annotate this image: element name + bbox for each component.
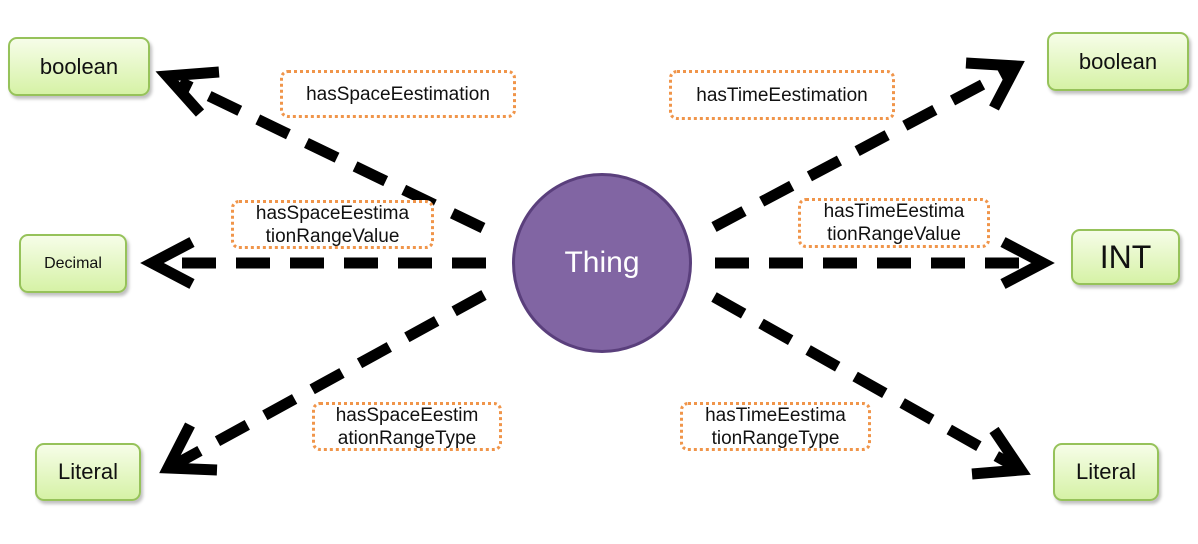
arrowhead-space-range-type bbox=[159, 422, 218, 476]
arrowhead-time-range-value bbox=[1000, 237, 1055, 289]
property-label-time-range-value: hasTimeEestima tionRangeValue bbox=[798, 198, 990, 248]
arrowhead-space-estimation bbox=[155, 66, 220, 117]
node-literal-right: Literal bbox=[1053, 443, 1159, 501]
arrowhead-space-range-value bbox=[140, 237, 195, 289]
node-int: INT bbox=[1071, 229, 1180, 285]
arrow-time-estimation bbox=[711, 65, 1013, 232]
arrow-time-range-type bbox=[711, 292, 1017, 471]
node-literal-left: Literal bbox=[35, 443, 141, 501]
node-boolean-left: boolean bbox=[8, 37, 150, 96]
thing-node: Thing bbox=[512, 173, 692, 353]
arrowhead-time-estimation bbox=[965, 57, 1025, 111]
thing-label: Thing bbox=[564, 246, 640, 279]
property-label-space-estimation: hasSpaceEestimation bbox=[280, 70, 516, 118]
node-boolean-right: boolean bbox=[1047, 32, 1189, 91]
property-label-time-range-type: hasTimeEestima tionRangeType bbox=[680, 402, 871, 451]
property-label-space-range-value: hasSpaceEestima tionRangeValue bbox=[231, 200, 434, 249]
arrow-space-range-type bbox=[173, 290, 487, 469]
node-decimal: Decimal bbox=[19, 234, 127, 293]
property-label-space-range-type: hasSpaceEestim ationRangeType bbox=[312, 402, 502, 451]
property-label-time-estimation: hasTimeEestimation bbox=[669, 70, 895, 120]
arrowhead-time-range-type bbox=[971, 426, 1031, 480]
